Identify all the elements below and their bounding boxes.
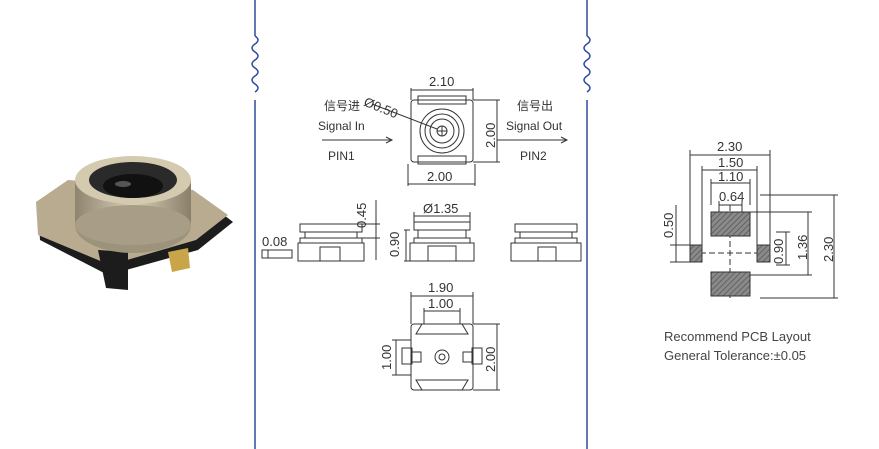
pcb-dim-050: 0.50 xyxy=(661,212,676,238)
bottom-view xyxy=(392,292,500,391)
dim-left-height-100: 1.00 xyxy=(379,344,394,370)
pcb-layout-drawing xyxy=(670,150,838,299)
pcb-dim-064: 0.64 xyxy=(719,189,745,204)
dim-top-height: 2.00 xyxy=(483,122,498,148)
pin2-label: PIN2 xyxy=(520,149,547,163)
signal-out-en-label: Signal Out xyxy=(506,119,563,133)
dim-diameter-135: Ø1.35 xyxy=(423,201,459,216)
side-view-left xyxy=(261,200,380,262)
pcb-dim-136: 1.36 xyxy=(795,234,810,260)
pcb-dim-230-right: 2.30 xyxy=(821,236,836,262)
side-view-right xyxy=(510,223,582,262)
pin1-label: PIN1 xyxy=(328,149,355,163)
dim-height-090: 0.90 xyxy=(387,231,402,257)
signal-in-cn-label: 信号进 xyxy=(324,99,361,113)
pcb-dim-110: 1.10 xyxy=(718,169,744,184)
signal-in-en-label: Signal In xyxy=(318,119,365,133)
pcb-note-title: Recommend PCB Layout xyxy=(664,329,811,344)
dim-height-045: 0.45 xyxy=(354,202,369,228)
connector-photo-icon xyxy=(36,156,233,290)
top-view xyxy=(322,88,569,186)
dim-right-height-200: 2.00 xyxy=(483,346,498,372)
pcb-dim-230-top: 2.30 xyxy=(717,139,743,154)
dim-outer-width-190: 1.90 xyxy=(428,280,454,295)
pcb-note-tolerance: General Tolerance:±0.05 xyxy=(664,348,807,363)
dim-thickness-008: 0.08 xyxy=(262,234,288,249)
pcb-pads xyxy=(689,211,771,297)
pcb-dim-090: 0.90 xyxy=(771,238,786,264)
dim-top-width: 2.10 xyxy=(429,74,455,89)
side-view-center xyxy=(404,212,475,262)
signal-out-cn-label: 信号出 xyxy=(517,99,554,113)
dim-inner-width-100: 1.00 xyxy=(428,296,454,311)
pcb-dim-150: 1.50 xyxy=(718,155,744,170)
dim-bottom-width: 2.00 xyxy=(427,169,453,184)
